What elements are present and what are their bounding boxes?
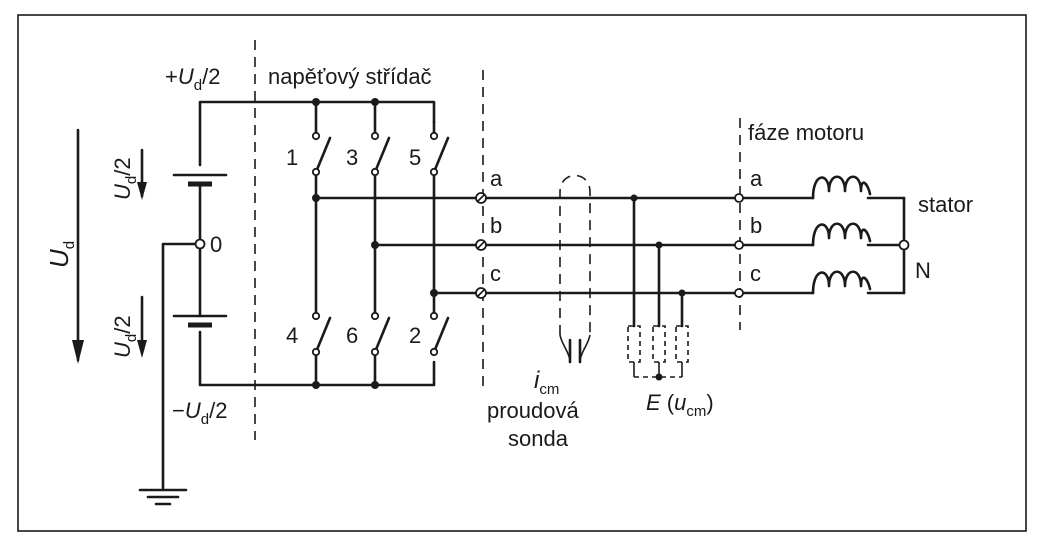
terminal-b-mark	[476, 240, 486, 250]
switch-6-label: 6	[346, 323, 358, 348]
junction-bottom-b	[371, 381, 379, 389]
switch-4-contact-top	[311, 311, 321, 321]
lower-half-voltage-label: Ud/2	[110, 315, 140, 358]
switch-1-label: 1	[286, 145, 298, 170]
measure-resistor-a	[627, 325, 641, 363]
inverter-phase-c-label: c	[490, 261, 501, 286]
figure-frame	[17, 14, 1027, 532]
probe-label-line1: proudová	[487, 398, 580, 423]
switch-5-contact-top	[429, 131, 439, 141]
switch-5-blade	[432, 136, 450, 174]
negative-bus-label: −Ud/2	[172, 398, 227, 428]
motor-terminal-c	[734, 288, 744, 298]
switch-6-blade	[373, 316, 391, 354]
switch-2-contact-bottom	[429, 347, 439, 357]
switch-1-blade	[314, 136, 332, 174]
switch-3-contact-top	[370, 131, 380, 141]
inverter-title: napěťový střídač	[268, 64, 432, 89]
switch-2-contact-top	[429, 311, 439, 321]
total-voltage-label: Ud	[44, 241, 78, 268]
switch-3-blade	[373, 136, 391, 174]
switch-2-label: 2	[409, 323, 421, 348]
switch-3-label: 3	[346, 145, 358, 170]
switch-3-contact-bottom	[370, 167, 380, 177]
junction-top-a	[312, 98, 320, 106]
current-probe-neck	[559, 334, 591, 361]
switch-4-label: 4	[286, 323, 298, 348]
motor-terminal-b	[734, 240, 744, 250]
common-mode-voltage-label: E (ucm)	[646, 390, 714, 420]
probe-current-label: icm	[534, 367, 559, 398]
inverter-phase-a-label: a	[490, 166, 503, 191]
midpoint-terminal	[194, 238, 206, 250]
probe-label-line2: sonda	[508, 426, 569, 451]
phase-a-node	[312, 194, 320, 202]
midpoint-ground-wire	[161, 242, 198, 490]
switch-4-contact-bottom	[311, 347, 321, 357]
motor-phase-a-label: a	[750, 166, 763, 191]
neutral-point	[898, 239, 910, 251]
junction-top-b	[371, 98, 379, 106]
measure-resistor-b	[652, 325, 666, 363]
lower-half-voltage-arrow	[137, 295, 147, 358]
current-probe-loop	[559, 174, 591, 335]
midpoint-label: 0	[210, 232, 222, 257]
motor-phase-c-label: c	[750, 261, 761, 286]
junction-bottom-a	[312, 381, 320, 389]
upper-half-voltage-arrow	[137, 148, 147, 200]
upper-half-voltage-label: Ud/2	[110, 157, 140, 200]
inverter-phase-b-label: b	[490, 213, 502, 238]
phase-b-node	[371, 241, 379, 249]
winding-c	[811, 270, 872, 295]
winding-a	[811, 175, 872, 200]
stator-label: stator	[918, 192, 973, 217]
switch-5-contact-bottom	[429, 167, 439, 177]
terminal-c-mark	[476, 288, 486, 298]
switch-6-contact-bottom	[370, 347, 380, 357]
terminal-a-mark	[476, 193, 486, 203]
motor-terminal-a	[734, 193, 744, 203]
switch-1-contact-top	[311, 131, 321, 141]
measure-resistor-c	[675, 325, 689, 363]
motor-phase-b-label: b	[750, 213, 762, 238]
measure-common-node	[655, 373, 663, 381]
winding-b	[811, 222, 872, 247]
switch-4-blade	[314, 316, 332, 354]
total-voltage-arrow	[72, 128, 84, 364]
switch-2-blade	[432, 316, 450, 354]
phase-c-node	[430, 289, 438, 297]
switch-6-contact-top	[370, 311, 380, 321]
neutral-label: N	[915, 258, 931, 283]
positive-bus-label: +Ud/2	[165, 64, 220, 94]
switch-5-label: 5	[409, 145, 421, 170]
motor-phases-title: fáze motoru	[748, 120, 864, 145]
switch-1-contact-bottom	[311, 167, 321, 177]
